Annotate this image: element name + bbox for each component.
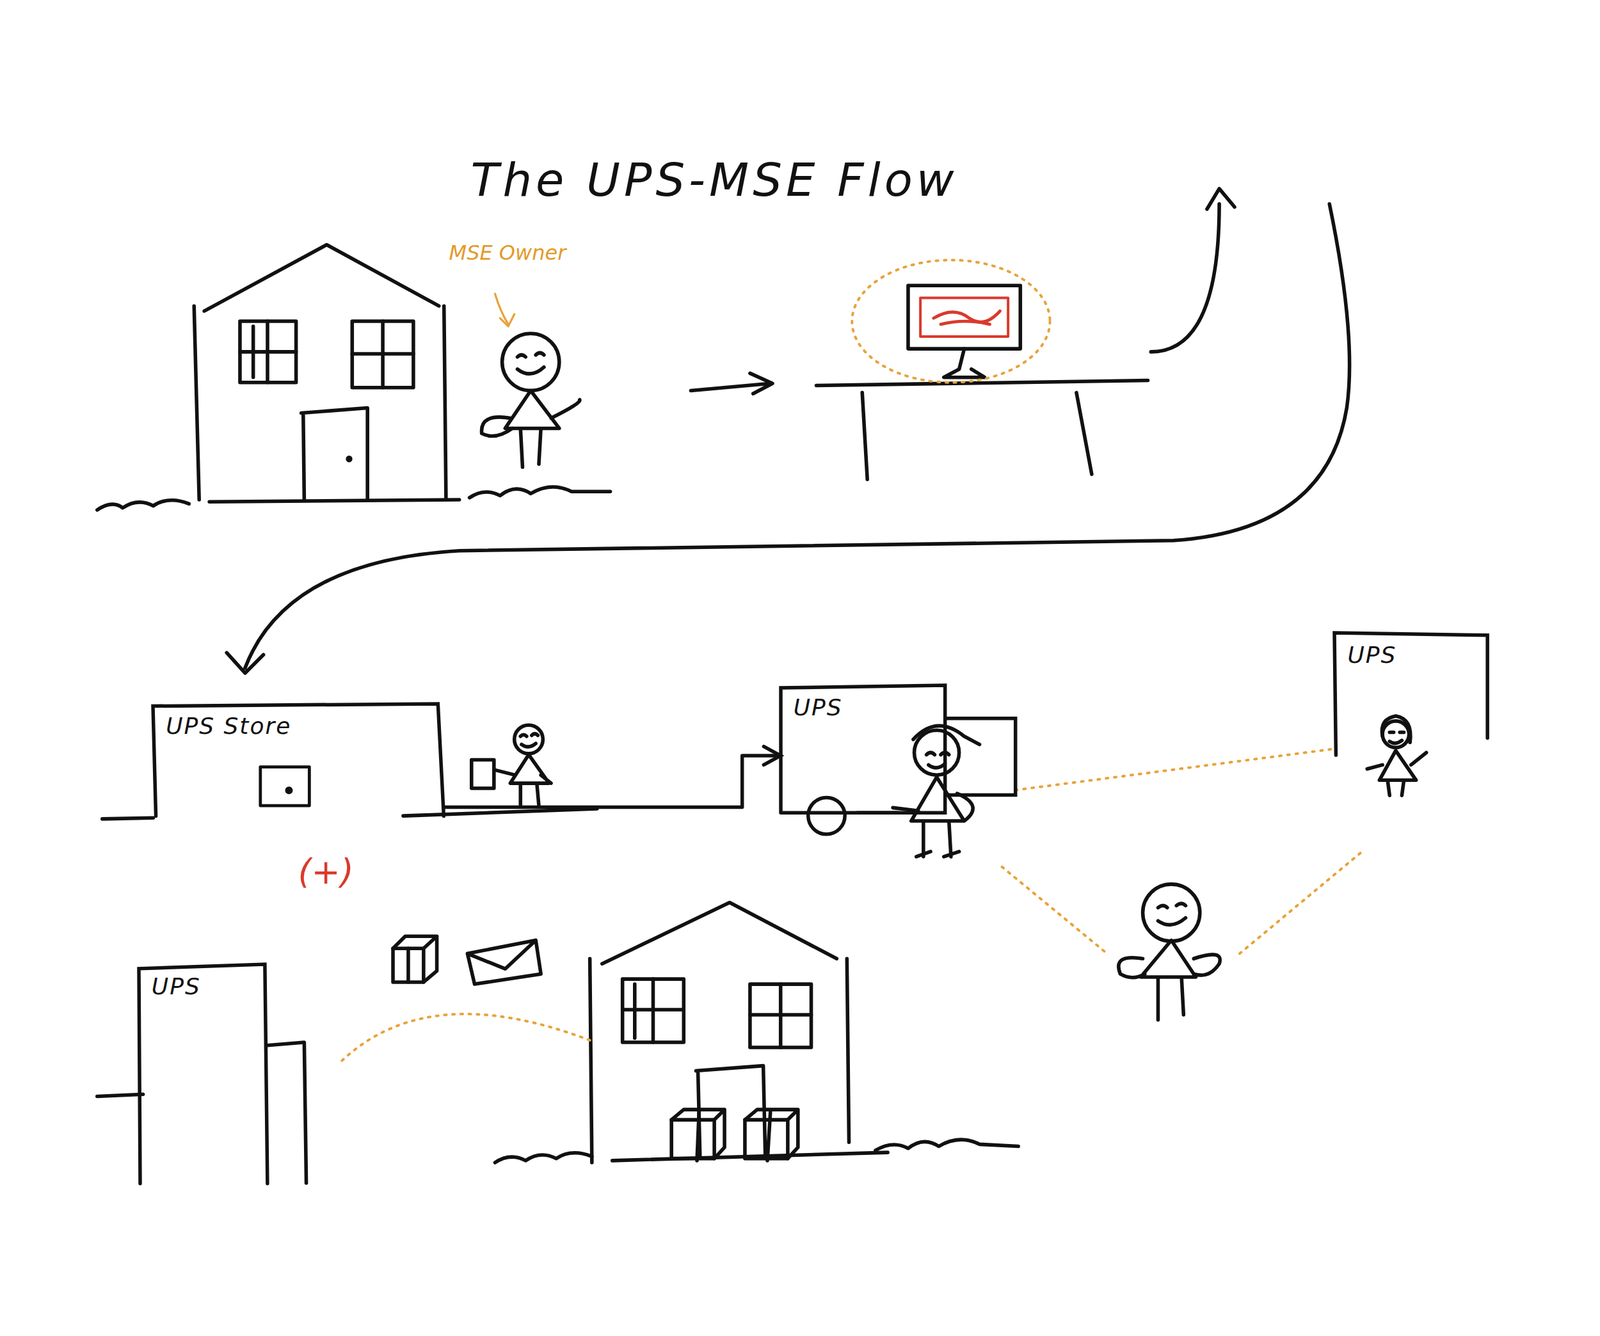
node-label: UPS (151, 973, 201, 1000)
desk-computer-part (933, 311, 1001, 325)
ups-counter-worker-part (1381, 716, 1411, 744)
plus-note: (+) (298, 851, 354, 893)
node-label: UPS (1347, 641, 1397, 669)
house-bottom (494, 903, 1019, 1163)
desk-computer (816, 259, 1149, 480)
store-scene (102, 725, 598, 820)
customer-figure-part (1002, 851, 1363, 954)
house-top-part (193, 245, 447, 500)
house-top-part (347, 457, 351, 461)
delivery-truck-part (892, 777, 973, 857)
ups-truck: UPS (780, 685, 1016, 813)
desk-computer-part (908, 285, 1021, 349)
connector-line (444, 755, 781, 808)
store-scene-part (514, 725, 544, 754)
house-bottom-part (744, 1109, 799, 1161)
ups-counter-worker-part (1367, 750, 1426, 796)
parcel-icons-part (392, 936, 438, 983)
ups-counter-worker (1367, 716, 1426, 796)
ups-store-building: UPS Store (152, 704, 444, 816)
house-bottom-part (590, 903, 850, 1163)
diagram-title: The UPS-MSE Flow (470, 152, 958, 207)
store-scene-part (520, 734, 538, 747)
house-bottom-part (622, 979, 685, 1043)
house-top-part (352, 321, 414, 388)
ups-facility-building: UPS (138, 964, 268, 1184)
desk-computer-part (851, 259, 1050, 383)
flow-connector (444, 746, 781, 808)
house-top (97, 245, 611, 511)
mse-owner-figure-part (502, 333, 560, 391)
ups-facility-building-stroke (1334, 632, 1488, 756)
house-bottom-part (750, 984, 812, 1048)
customer-figure-part (1157, 903, 1186, 925)
parcel-icons (392, 936, 541, 985)
connector-line (1015, 748, 1335, 791)
customer-figure-part (1118, 940, 1220, 1021)
desk-computer-part (920, 297, 1008, 337)
desk-computer-part (816, 380, 1149, 480)
store-scene-part (286, 788, 291, 793)
delivery-truck-part (808, 797, 845, 834)
store-scene-part (260, 767, 310, 807)
house-bottom-part (875, 1139, 1019, 1151)
house-bottom-part (750, 984, 812, 1048)
house-top-part (97, 499, 460, 511)
house-top-part (469, 487, 611, 498)
house-bottom-part (671, 1120, 715, 1160)
customer-figure-part (1143, 884, 1200, 942)
house-top-part (301, 408, 368, 500)
mse-owner-figure-part (481, 390, 580, 468)
ups-store-building-stroke (152, 704, 444, 816)
mse-owner-figure (481, 293, 580, 468)
store-scene-part (102, 808, 598, 820)
arrow-head (763, 746, 781, 766)
customer-figure (1002, 851, 1363, 1021)
house-bottom-part (671, 1109, 725, 1161)
flow-arrow (690, 373, 773, 394)
flow-curve (226, 204, 1350, 674)
house-top-part (240, 321, 297, 383)
ups-facility-bottom-part (97, 1042, 307, 1184)
node-label: UPS Store (165, 712, 292, 740)
house-top-part (352, 321, 414, 388)
mse-owner-figure-part (499, 314, 514, 327)
house-top-part (240, 321, 297, 383)
house-bottom-part (494, 1152, 888, 1163)
ups-facility-bottom (97, 1014, 591, 1184)
ups-truck-stroke (780, 685, 1016, 813)
ups-facility-building: UPS (1334, 632, 1488, 756)
parcel-icons-part (467, 940, 541, 985)
node-label: UPS (793, 694, 843, 721)
ups-facility-building-stroke (138, 964, 268, 1184)
mse-owner-figure-part (517, 352, 544, 374)
role-label: MSE Owner (449, 240, 567, 265)
house-bottom-part (622, 979, 685, 1043)
ups-facility-bottom-part (341, 1014, 590, 1062)
store-scene-part (494, 754, 552, 806)
store-scene-part (471, 759, 495, 789)
dotted-link (1015, 748, 1335, 791)
delivery-truck (808, 725, 980, 857)
desk-computer-part (944, 348, 985, 378)
flow-arrow (1150, 188, 1235, 352)
